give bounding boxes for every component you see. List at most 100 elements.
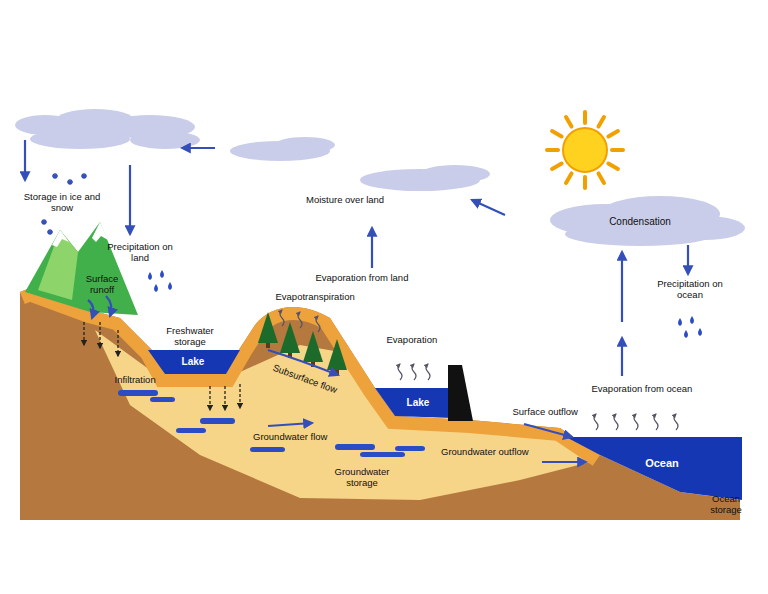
label-text: Groundwater storage — [326, 467, 398, 489]
label-text: Infiltration — [115, 375, 156, 386]
evaporation-squiggle — [280, 310, 284, 326]
process-label: Ocean storage — [704, 494, 748, 516]
flow-arrow — [371, 228, 373, 268]
tree — [280, 322, 300, 358]
raindrop — [148, 272, 152, 280]
label-text: Surface outflow — [513, 407, 578, 418]
dam — [448, 365, 473, 421]
process-label: Groundwater flow — [253, 432, 327, 443]
snowflake — [41, 219, 47, 225]
ground — [20, 288, 740, 520]
process-label: Storage in ice and snow — [22, 192, 102, 214]
cloud — [15, 109, 745, 246]
sun — [547, 148, 558, 152]
mountain — [52, 230, 69, 247]
groundwater-lens — [118, 390, 425, 457]
sun — [583, 177, 587, 188]
process-label: Precipitation on land — [104, 242, 176, 264]
groundwater-lens — [176, 428, 206, 433]
evaporation-squiggle — [634, 414, 638, 430]
process-label: Infiltration — [115, 375, 156, 386]
flow-arrow — [24, 140, 26, 180]
sun — [608, 164, 618, 170]
process-label: Evaporation — [387, 335, 438, 346]
raindrop — [698, 328, 702, 336]
node-text: Lake — [407, 397, 430, 409]
infiltration-arrow — [84, 322, 240, 410]
raindrop — [690, 316, 694, 324]
groundwater-lens — [395, 446, 425, 451]
sun — [599, 173, 605, 183]
sun — [566, 173, 572, 183]
flow-arrow — [129, 165, 131, 234]
tree — [303, 331, 323, 367]
groundwater-lens — [335, 444, 375, 450]
node-text: Lake — [182, 356, 205, 368]
ocean-box: Ocean — [641, 455, 683, 472]
mountain — [25, 222, 138, 315]
groundwater-lens — [360, 452, 405, 457]
evaporation-squiggle — [412, 364, 416, 380]
snowflake — [67, 179, 73, 185]
sun — [599, 117, 605, 127]
evaporation-squiggle — [298, 312, 302, 328]
cloud-label-box: Condensation — [605, 214, 675, 230]
label-text: Precipitation on ocean — [657, 279, 723, 301]
tree — [258, 312, 347, 375]
label-text: Moisture over land — [306, 195, 384, 206]
infiltration-arrow — [117, 330, 118, 356]
process-label: Precipitation on ocean — [657, 279, 723, 301]
label-text: Freshwater storage — [154, 326, 226, 348]
evaporation-squiggle — [280, 310, 678, 430]
flow-arrow — [524, 424, 572, 437]
tree — [303, 331, 323, 362]
flow-arrow — [687, 245, 689, 274]
infiltration-arrow — [209, 386, 210, 410]
node-text: Condensation — [609, 216, 671, 228]
label-text: Groundwater flow — [253, 432, 327, 443]
cloud — [275, 137, 335, 153]
process-label: Freshwater storage — [154, 326, 226, 348]
evaporation-squiggle — [398, 364, 402, 380]
mountain — [38, 230, 78, 300]
tree — [280, 322, 300, 353]
process-label: Evaporation from ocean — [592, 384, 693, 395]
cloud — [30, 129, 130, 149]
process-label: Groundwater outflow — [441, 447, 529, 458]
evaporation-squiggle — [426, 364, 430, 380]
sun — [612, 148, 623, 152]
label-text: Storage in ice and snow — [22, 192, 102, 214]
infiltration-arrow — [224, 386, 225, 410]
dam — [448, 365, 473, 421]
water-body — [148, 350, 742, 500]
cloud — [420, 165, 490, 183]
sun — [547, 112, 623, 188]
label-text: Evapotranspiration — [276, 292, 355, 303]
groundwater-lens — [150, 397, 175, 402]
process-label: Subsurface flow — [271, 362, 338, 395]
sun — [608, 131, 618, 137]
tree — [327, 339, 347, 375]
flow-arrow — [621, 338, 623, 376]
ground — [20, 288, 740, 520]
label-text: Groundwater outflow — [441, 447, 529, 458]
process-label: Evapotranspiration — [276, 292, 355, 303]
flow-arrow — [25, 140, 688, 462]
snowflake — [81, 173, 87, 179]
sun — [552, 131, 562, 137]
flow-arrow — [268, 423, 312, 426]
tree — [258, 312, 278, 348]
infiltration-arrow — [99, 322, 100, 348]
label-text: Surface runoff — [79, 274, 125, 296]
process-label: Evaporation from land — [316, 273, 409, 284]
label-text: Precipitation on land — [104, 242, 176, 264]
groundwater-lens — [118, 390, 158, 396]
label-text: Evaporation — [387, 335, 438, 346]
evaporation-squiggle — [316, 316, 320, 332]
snowflake — [47, 229, 53, 235]
process-label: Surface runoff — [79, 274, 125, 296]
lake-box: Lake — [178, 354, 209, 370]
cloud — [130, 131, 200, 149]
sun — [566, 117, 572, 127]
